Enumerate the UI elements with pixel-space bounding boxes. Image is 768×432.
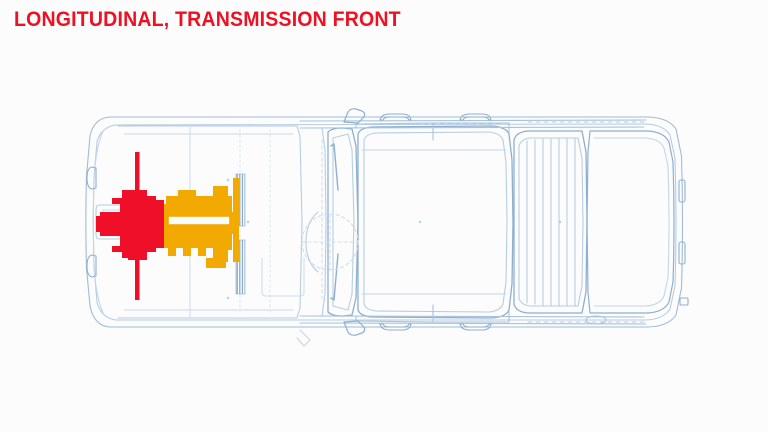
transmission-housing	[112, 190, 164, 258]
underbody-outline	[261, 257, 305, 297]
engine-block-group	[160, 178, 239, 268]
hood-outline	[117, 125, 303, 319]
rear-window-defroster-lines	[526, 137, 576, 307]
wiper-right	[330, 253, 339, 301]
mirror-right	[343, 320, 366, 336]
page-title: LONGITUDINAL, TRANSMISSION FRONT	[14, 8, 401, 31]
rear-window	[513, 130, 588, 314]
wheel-arch-reference	[305, 211, 319, 273]
engine-oil-pan-tab	[206, 258, 226, 268]
front-fender-bracket	[296, 329, 311, 347]
trunk-lid	[586, 130, 675, 314]
suspension-reference-marks	[301, 139, 359, 301]
transmission-group	[96, 152, 164, 300]
front-nose-crease	[92, 130, 104, 314]
reference-dots	[226, 178, 562, 300]
windshield	[327, 127, 359, 317]
door-handles	[379, 113, 492, 331]
car-body-line-art	[85, 108, 689, 347]
roof-inner-outline	[363, 131, 508, 313]
roof-front-bow	[361, 149, 507, 295]
hood-inner-seam	[123, 133, 294, 311]
radiator	[235, 173, 246, 295]
roof-panel	[357, 125, 514, 319]
transmission-front-snout	[100, 212, 122, 236]
transmission-snout-tip	[96, 216, 102, 232]
engine-valve-cover-slot	[167, 215, 231, 226]
rear-marker-right	[678, 241, 686, 265]
body-outer-outline	[85, 116, 684, 328]
rear-small-marker	[679, 297, 689, 306]
front-marker-right	[86, 254, 97, 278]
engine-accessory-bar	[233, 178, 239, 262]
rear-marker-left	[678, 179, 686, 203]
fuel-filler-cap	[585, 315, 607, 325]
rear-window-inner	[518, 137, 584, 307]
rocker-panel-left	[299, 119, 647, 129]
mirror-left	[343, 108, 366, 124]
rocker-panel-right	[299, 315, 647, 325]
wiper-left	[330, 143, 339, 191]
trunk-lid-inner	[593, 137, 670, 307]
windshield-inner	[332, 133, 355, 311]
roof-trim-dashes	[359, 121, 649, 323]
front-bumper-recess	[95, 204, 129, 240]
front-marker-left	[86, 166, 97, 190]
